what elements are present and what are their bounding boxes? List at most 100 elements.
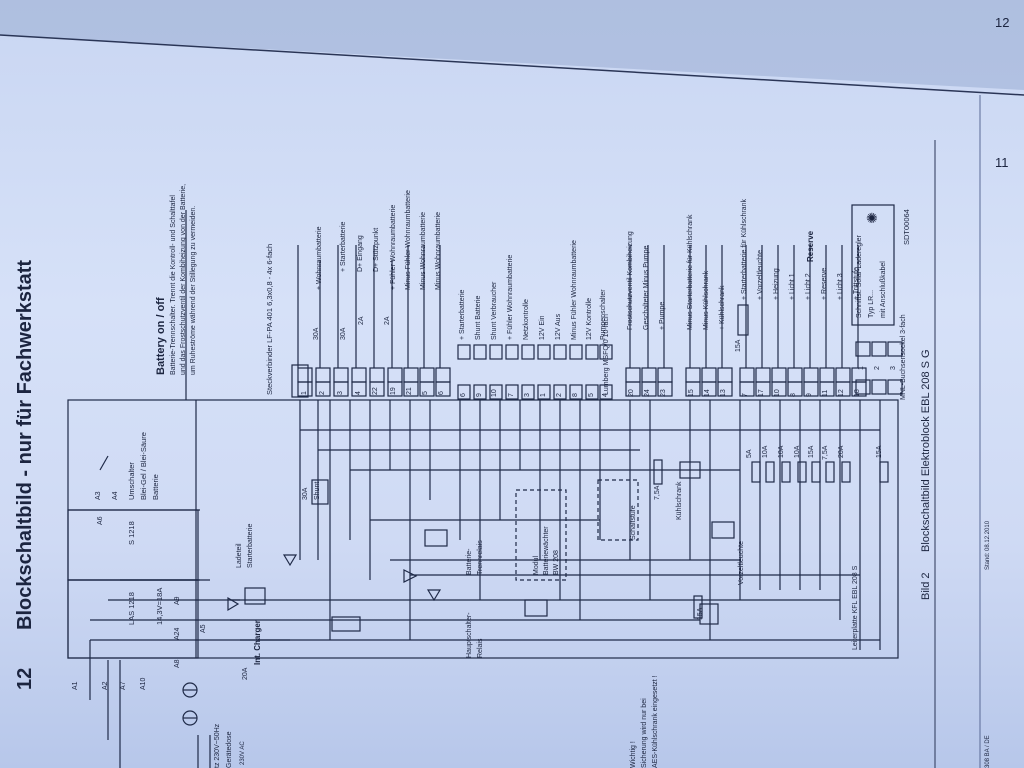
a-label: A10	[140, 677, 147, 690]
a-label: A7	[120, 681, 127, 690]
connector5-pin: 17	[758, 389, 765, 397]
connector1-title: Steckverbinder LF-PA 401 6,3x0,8 - 4x 6-…	[265, 243, 274, 395]
a-label: A24	[174, 627, 181, 640]
connector5-pin: 9	[806, 393, 813, 397]
connector2-pin: 2	[556, 393, 563, 397]
figure-number: Bild 2	[920, 572, 932, 600]
footer-code: 308 BA / DE	[985, 735, 991, 768]
a-label: A8	[174, 659, 181, 668]
a-label: A2	[102, 681, 109, 690]
connector1-label: D+ Stützpunkt	[373, 227, 380, 272]
board-fuse-label: 7,5A	[822, 445, 829, 460]
connector6-pin: 1	[858, 366, 865, 370]
connector1-fuse: 30A	[313, 327, 320, 340]
vorzeltleuchte-label: Vorzeltleuchte	[738, 541, 745, 585]
warning-line3: AES-Kühlschrank eingesetzt !	[652, 675, 659, 768]
board-s-label: S 1218	[127, 521, 136, 545]
connector1-fuse: 2A	[384, 316, 391, 325]
board-fuse-label: 15A	[876, 445, 883, 458]
connector1-label: D+ Eingang	[357, 235, 364, 272]
connector2-label: Shunt Verbraucher	[491, 281, 498, 340]
ladeteil-line1: Ladeteil	[236, 543, 243, 568]
hauptschalter-line2: Relais	[477, 638, 484, 658]
trennrelais-line2: Trennrelais	[477, 540, 484, 575]
kuehlschrank-label: Kühlschrank	[676, 481, 683, 520]
connector5-pin: 12	[838, 389, 845, 397]
a-label: A9	[174, 596, 181, 605]
connector1-label: + Wohnraumbatterie	[316, 226, 323, 291]
schaltstufe-label: Schaltstufe	[630, 505, 637, 540]
connector1-pin: 2	[319, 391, 326, 395]
connector1-label: + Fühler Wohnraumbatterie	[390, 204, 397, 290]
sun-icon: ✺	[866, 210, 878, 226]
connector2-pin: 6	[460, 393, 467, 397]
umschalter-line2: Blei-Gel / Blei-Säure	[139, 432, 148, 500]
connector5-label: + Licht 2	[805, 273, 812, 300]
connector1-fuse: 30A	[340, 327, 347, 340]
connector2-label: Pumpenschalter	[600, 289, 607, 340]
document-code: SDT00064	[902, 209, 911, 245]
connector3-label: + Pumpe	[659, 301, 666, 330]
connector2-pin: 8	[572, 393, 579, 397]
a-label: A1	[72, 681, 79, 690]
connector6-pin: 2	[874, 366, 881, 370]
umschalter-line1: Umschalter	[127, 462, 136, 500]
shunt-label: Shunt	[314, 481, 321, 500]
connector5-label: + Reserve	[821, 267, 828, 300]
mains-line2: Gerätedose	[226, 731, 233, 768]
battery-note-line1: Batterie-Trennschalter. Trennt die Kontr…	[170, 195, 177, 375]
board-fuse-label: 5A	[746, 449, 753, 458]
connector2-label: Minus Fühler Wohnraumbatterie	[571, 240, 578, 340]
connector1-fuse: 2A	[358, 316, 365, 325]
modul-line2: Batteriewächter	[543, 526, 550, 575]
connector6-pin: 3	[890, 366, 897, 370]
connector2-label: 12V Aus	[555, 313, 562, 340]
connector1-label: Minus Wohnraumbatterie	[420, 211, 427, 290]
connector2-pin: 9	[476, 393, 483, 397]
board-las-label: LAS 1218	[127, 592, 136, 625]
footer-stand: Stand: 08.12.2010	[985, 520, 991, 570]
connector4-pin: 14	[704, 389, 711, 397]
connector6-title: MNL-Buchsensockel 3-fach	[900, 314, 907, 400]
figure-caption: Blockschaltbild Elektroblock EBL 208 S G	[920, 349, 932, 552]
connector2-pin: 1	[540, 393, 547, 397]
connector1-pin: 3	[337, 391, 344, 395]
int-charger-label: Int. Charger	[253, 620, 262, 665]
reserve-heading: Reserve	[806, 230, 815, 262]
connector2-pin: 5	[588, 393, 595, 397]
connector5-pin: 10	[774, 389, 781, 397]
solar-label-3: mit Anschlußkabel	[880, 261, 887, 318]
mains-line3: 230V AC	[240, 741, 246, 765]
board-fuse-label: 20A	[838, 445, 845, 458]
connector2-pin: 3	[524, 393, 531, 397]
connector5-pin: 11	[822, 389, 829, 397]
connector5-pin: 18	[854, 389, 861, 397]
connector3-label: Frostschutzventil Kombiheizung	[627, 231, 634, 330]
connector1-label: Minus Fühler Wohnraumbatterie	[405, 190, 412, 290]
page-number: 12	[14, 667, 36, 690]
board-rating-label: 14,3V=18A	[155, 587, 164, 625]
warning-line1: Wichtig !	[630, 741, 637, 768]
battery-note-line2: und das Frostschutzventil der Kombiheizu…	[180, 183, 187, 375]
connector2-pin: 4	[602, 393, 609, 397]
connector2-label: Shunt Batterie	[475, 295, 482, 340]
connector3-pin: 23	[660, 389, 667, 397]
connector1-label: + Starterbatterie	[340, 221, 347, 272]
mains-line1: tz 230V~50Hz	[214, 723, 221, 768]
connector5-label: + Heizung	[773, 268, 780, 300]
page-number-right-top: 12	[995, 15, 1010, 30]
hauptschalter-line1: Hauptschalter-	[466, 612, 473, 658]
fuse-7-5a-label: 7,5A	[654, 485, 661, 500]
connector4-label: + Kühlschrank	[719, 285, 726, 330]
modul-line3: BW 208	[553, 550, 560, 575]
leiterplatte-label: Leiterplatte KFL EBL 208 S	[852, 565, 859, 650]
connector1-pin: 1	[301, 391, 308, 395]
trennrelais-line1: Batterie-	[466, 548, 473, 575]
umschalter-line3: Batterie	[151, 474, 160, 500]
ladeteil-line2: Starterbatterie	[247, 523, 254, 568]
fuse-20a-label: 20A	[242, 667, 249, 680]
battery-note-line3: um Ruheströme während der Stillegung zu …	[190, 205, 197, 375]
